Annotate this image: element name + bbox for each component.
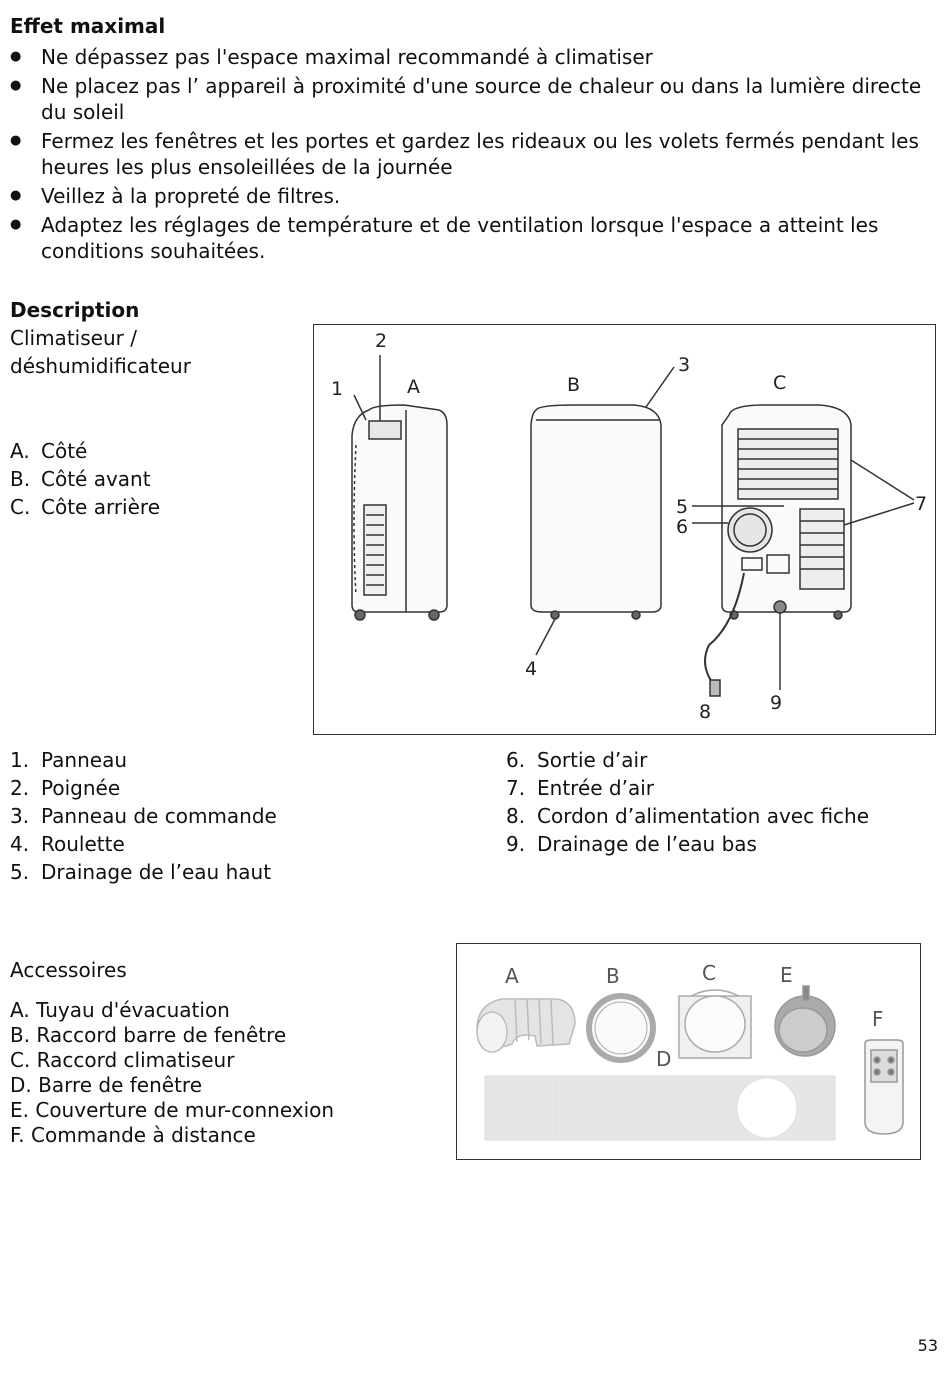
effect-bullet-list: Ne dépassez pas l'espace maximal recomma… [10,44,935,267]
figure-label-3: 3 [678,354,690,376]
figure-label-7: 7 [915,493,927,515]
accessory-label-b: B [606,964,620,988]
view-item: B.Côté avant [10,467,151,491]
bullet-item: Fermez les fenêtres et les portes et gar… [10,128,935,180]
accessory-label-f: F [872,1007,884,1031]
page-number: 53 [917,1336,938,1355]
figure-label-8: 8 [699,701,711,723]
accessory-label-a: A [505,964,519,988]
wall-cover [774,985,836,1057]
window-bar-adapter [586,993,656,1063]
unit-adapter [678,989,752,1059]
appliance-illustration: A B C 1 2 3 4 5 6 7 8 9 [331,330,927,723]
accessory-list: A. Tuyau d'évacuation B. Raccord barre d… [10,998,334,1148]
description-subtitle: déshumidificateur [10,354,191,378]
part-item: 6.Sortie d’air [506,748,648,772]
accessory-item: F. Commande à distance [10,1123,256,1147]
section-heading-accessories: Accessoires [10,958,127,982]
section-heading-description: Description [10,298,140,322]
part-item: 2.Poignée [10,776,121,800]
bullet-item: Ne placez pas l’ appareil à proximité d'… [10,73,935,125]
appliance-diagram: A B C 1 2 3 4 5 6 7 8 9 [313,324,936,735]
figure-label-c: C [773,372,786,394]
accessory-item: D. Barre de fenêtre [10,1073,203,1097]
front-view-b [530,366,675,656]
bullet-item: Adaptez les réglages de température et d… [10,212,935,264]
side-view-a [351,355,448,621]
accessories-illustration: A B C D E F [476,961,904,1141]
accessory-item: B. Raccord barre de fenêtre [10,1023,287,1047]
part-item: 7.Entrée d’air [506,776,654,800]
accessory-label-c: C [702,961,716,985]
view-item: C.Côte arrière [10,495,161,519]
view-item: A.Côté [10,439,88,463]
accessory-label-e: E [780,963,793,987]
remote-control [864,1039,904,1135]
figure-label-6: 6 [676,516,688,538]
figure-label-9: 9 [770,692,782,714]
figure-label-a: A [407,376,420,398]
part-item: 3.Panneau de commande [10,804,277,828]
part-item: 8.Cordon d’alimentation avec fiche [506,804,870,828]
window-bar [484,1075,836,1141]
figure-label-1: 1 [331,378,343,400]
figure-label-b: B [567,374,580,396]
accessory-item: C. Raccord climatiseur [10,1048,235,1072]
accessory-item: E. Couverture de mur-connexion [10,1098,335,1122]
accessory-label-d: D [656,1047,671,1071]
bullet-item: Ne dépassez pas l'espace maximal recomma… [10,44,935,70]
accessories-image: A B C D E F [456,943,921,1160]
part-item: 5.Drainage de l’eau haut [10,860,272,884]
view-list: A.Côté B.Côté avant C.Côte arrière [10,437,160,521]
parts-list-left: 1.Panneau 2.Poignée 3.Panneau de command… [10,746,277,886]
section-heading-effect: Effet maximal [10,14,166,38]
figure-label-5: 5 [676,496,688,518]
part-item: 4.Roulette [10,832,125,856]
back-view-c [692,404,915,697]
figure-label-4: 4 [525,658,537,680]
exhaust-hose [476,998,576,1053]
figure-label-2: 2 [375,330,387,352]
accessory-item: A. Tuyau d'évacuation [10,998,230,1022]
part-item: 1.Panneau [10,748,128,772]
parts-list-right: 6.Sortie d’air 7.Entrée d’air 8.Cordon d… [506,746,869,858]
description-subtitle: Climatiseur / [10,326,137,350]
bullet-item: Veillez à la propreté de filtres. [10,183,935,209]
part-item: 9.Drainage de l’eau bas [506,832,757,856]
